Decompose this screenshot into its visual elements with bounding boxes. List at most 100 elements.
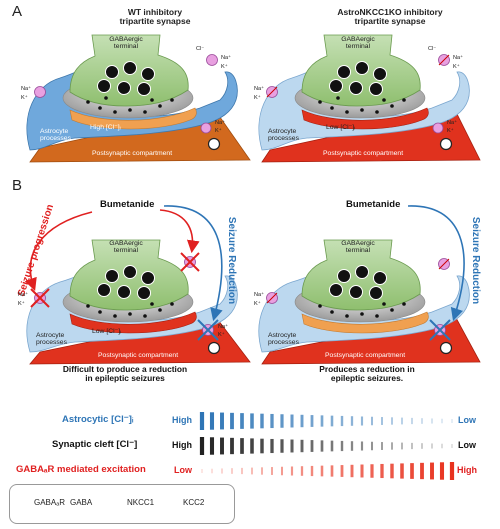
- b-left-astrocyte-label: Astrocyte processes: [36, 332, 67, 347]
- gradient-bar-cleft: [451, 444, 453, 448]
- gradient-bar-cleft: [320, 440, 324, 452]
- legend-gabaar: GABAₐR: [34, 498, 65, 507]
- gradient-bar-astrocytic: [421, 418, 423, 424]
- gradient-bar-astrocytic: [431, 418, 433, 424]
- wt-kcc2: [207, 137, 221, 151]
- gradient-label-cleft: Synaptic cleft [Cl⁻]: [52, 439, 138, 450]
- wt-na-right: Na⁺: [221, 55, 232, 61]
- panel-b-letter: B: [12, 177, 23, 194]
- gradient-bar-astrocytic: [230, 412, 234, 430]
- ko-astrocyte-label: Astrocyte processes: [268, 128, 299, 143]
- gradient-bar-cleft: [411, 442, 413, 450]
- panel-a-letter: A: [12, 3, 23, 20]
- b-left-caption: Difficult to produce a reduction in epil…: [62, 364, 188, 384]
- gradient-bar-astrocytic: [360, 416, 364, 426]
- gradient-bar-cleft: [240, 438, 244, 454]
- ko-na-bottom: Na⁺: [447, 120, 458, 126]
- ko-vesicles: [329, 61, 387, 96]
- ko-k-left: K⁺: [254, 95, 261, 101]
- gradient-bar-cleft: [260, 438, 264, 454]
- b-left-nkcc1-blocked-bottom: [197, 319, 219, 341]
- ko-title-line2: tripartite synapse: [354, 16, 426, 27]
- gradient-bar-excitation: [300, 466, 304, 476]
- wt-vesicles: [97, 61, 155, 96]
- b-right-terminal-label: GABAergic terminal: [341, 240, 375, 255]
- gradient-bar-astrocytic: [199, 412, 205, 430]
- gradient-bar-cleft: [250, 438, 254, 454]
- gradient-bar-astrocytic: [451, 419, 453, 423]
- ko-k-right: K⁺: [453, 64, 460, 70]
- wt-postsyn-label: Postsynaptic compartment: [92, 150, 173, 157]
- gradient-bar-astrocytic: [310, 415, 314, 427]
- wt-orange-membrane: [69, 107, 197, 130]
- ko-title: AstroNKCC1KO inhibitory tripartite synap…: [315, 7, 465, 27]
- gradient-bar-excitation: [410, 463, 414, 479]
- wt-title-line1: WT inhibitory: [127, 7, 183, 17]
- gradient-label-astrocytic: Astrocytic [Cl⁻]ᵢ: [62, 414, 134, 425]
- wt-na-left: Na⁺: [21, 86, 32, 92]
- gradient-bar-astrocytic: [350, 416, 354, 426]
- gradient-bar-excitation: [400, 463, 404, 479]
- gradient-bar-astrocytic: [290, 414, 294, 428]
- ko-low-cl-label: Low [Cl⁻]ᵢ: [326, 124, 356, 131]
- gradient-bar-excitation: [320, 465, 324, 477]
- seizure-progression-arrow: [24, 211, 93, 292]
- gradient-bar-astrocytic: [381, 417, 383, 425]
- gradient-bar-astrocytic: [411, 417, 413, 425]
- gradient-bar-astrocytic: [270, 413, 274, 429]
- gradient-bar-excitation: [439, 462, 445, 480]
- b-right-synapse: [258, 205, 481, 365]
- gradient-bar-cleft: [381, 442, 383, 450]
- gradient-bar-astrocytic: [340, 415, 344, 427]
- b-left-nkcc1-blocked-right: [180, 252, 200, 272]
- gradient-bar-cleft: [401, 442, 403, 450]
- gradient-right-astrocytic: Low: [458, 415, 476, 425]
- gradient-bar-cleft: [391, 442, 393, 450]
- wt-gaba-dots: [86, 96, 174, 114]
- gradient-bar-astrocytic: [401, 417, 403, 425]
- wt-nkcc1-bottom: [200, 122, 212, 134]
- seizure-reduction-right-label: Seizure Reduction: [470, 216, 482, 305]
- gradient-bar-astrocytic: [330, 415, 334, 427]
- gradient-left-excitation: Low: [174, 465, 192, 475]
- b-right-na-left: Na⁺: [254, 292, 265, 298]
- b-right-astrocyte-label: Astrocyte processes: [268, 332, 299, 347]
- gradient-bar-cleft: [280, 439, 284, 453]
- gradient-bar-cleft: [330, 440, 334, 452]
- gradient-bar-excitation: [330, 465, 334, 477]
- gradient-label-excitation: GABAₐR mediated excitation: [16, 464, 146, 475]
- ko-red-membrane: [301, 107, 429, 130]
- gradient-bar-astrocytic: [240, 413, 244, 429]
- wt-k-right: K⁺: [221, 64, 228, 70]
- gradient-bar-excitation: [350, 464, 354, 478]
- b-right-kcc2: [439, 341, 453, 355]
- gradient-bar-excitation: [201, 469, 203, 473]
- b-left-na-left: Na⁺: [18, 292, 29, 298]
- legend-gaba: GABA: [70, 498, 93, 507]
- ko-na-right: Na⁺: [453, 55, 464, 61]
- gradient-bar-cleft: [290, 439, 294, 453]
- b-right-caption: Produces a reduction in epileptic seizur…: [319, 364, 415, 384]
- gradient-bar-astrocytic: [391, 417, 393, 425]
- b-left-bumetanide: Bumetanide: [100, 199, 155, 210]
- b-left-blue-arrow: [163, 205, 223, 322]
- ko-cl-right: Cl⁻: [428, 46, 437, 52]
- b-right-gaba-dots: [318, 302, 406, 318]
- gradient-bar-cleft: [421, 443, 423, 449]
- legend: GABAₐR GABA NKCC1 KCC2: [9, 484, 235, 524]
- gradient-bar-excitation: [390, 463, 394, 479]
- gradient-bar-excitation: [340, 465, 344, 477]
- b-left-low-cl-label: Low [Cl⁻]ᵢ: [92, 328, 122, 335]
- gradient-bar-excitation: [231, 468, 233, 474]
- gradient-left-astrocytic: High: [172, 415, 192, 425]
- gradient-right-cleft: Low: [458, 440, 476, 450]
- ko-synapse: [258, 34, 481, 163]
- wt-astrocyte-label: Astrocyte processes: [40, 128, 71, 143]
- gradient-bar-cleft: [360, 441, 364, 451]
- gradient-bar-cleft: [340, 440, 344, 452]
- gradient-bar-excitation: [310, 465, 314, 477]
- ko-gaba-dots: [318, 96, 406, 114]
- wt-title: WT inhibitory tripartite synapse: [100, 7, 210, 27]
- gradient-bar-excitation: [449, 462, 455, 480]
